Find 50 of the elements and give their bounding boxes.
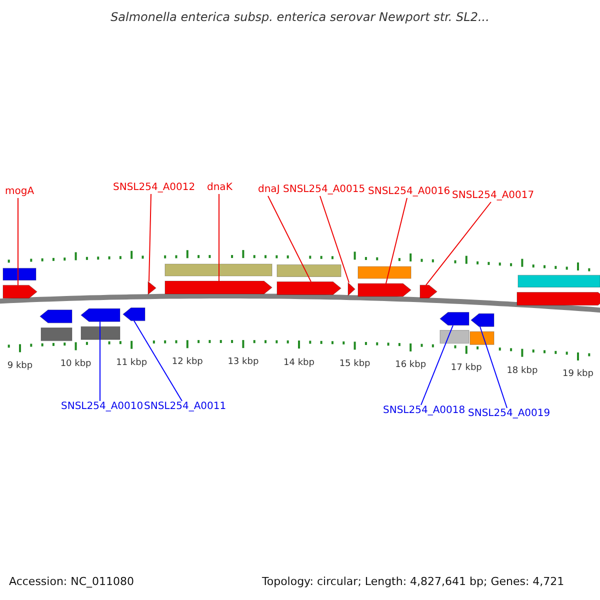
- axis-tick-label: 18 kbp: [506, 364, 538, 377]
- title: Salmonella enterica subsp. enterica serovar Newport str. SL2...: [110, 11, 490, 23]
- gene-label: SNSL254_A0018: [383, 405, 466, 417]
- gene-block: [80, 326, 120, 340]
- gene-block: [164, 264, 272, 276]
- axis-tick-label: 10 kbp: [60, 358, 92, 370]
- gene-block: [122, 308, 146, 322]
- genome-info-text: Topology: circular; Length: 4,827,641 bp; Genes: 4,721: [262, 576, 564, 588]
- leader-line: [218, 194, 220, 282]
- gene-label: SNSL254_A0015: [283, 184, 366, 196]
- gene-block: [2, 268, 36, 280]
- gene-label: SNSL254_A0019: [468, 408, 550, 420]
- leader-line: [268, 196, 312, 282]
- gene-label: dnaK: [207, 182, 232, 194]
- gene-block: [516, 292, 600, 306]
- axis-tick-label: 9 kbp: [7, 360, 33, 372]
- gene-block: [358, 283, 412, 297]
- axis-tick-label: 16 kbp: [395, 359, 426, 372]
- leader-line: [480, 326, 508, 408]
- axis-tick-label: 12 kbp: [172, 356, 203, 368]
- accession-text: Accession: NC_011080: [9, 576, 134, 588]
- gene-label: SNSL254_A0016: [368, 186, 450, 198]
- leader-line: [420, 324, 454, 406]
- gene-block: [358, 266, 412, 279]
- leader-line: [148, 194, 152, 282]
- gene-block: [470, 331, 494, 345]
- gene-block: [148, 281, 156, 295]
- gene-label: SNSL254_A0012: [113, 182, 196, 194]
- gene-block: [276, 264, 342, 277]
- axis-tick-label: 14 kbp: [284, 356, 314, 369]
- axis-tick-label: 17 kbp: [450, 362, 482, 374]
- axis-tick-label: 15 kbp: [339, 358, 370, 370]
- axis-tick-label: 13 kbp: [228, 356, 259, 368]
- gene-block: [420, 284, 438, 298]
- gene-block: [348, 282, 356, 296]
- gene-block: [2, 284, 38, 298]
- gene-block: [440, 330, 470, 344]
- gene-block: [40, 310, 72, 324]
- gene-label: mogA: [5, 186, 34, 198]
- axis-tick-label: 19 kbp: [562, 368, 594, 380]
- gene-label: SNSL254_A0011: [144, 401, 226, 413]
- gene-block: [80, 308, 120, 322]
- gene-label: SNSL254_A0010: [61, 401, 144, 413]
- gene-label: SNSL254_A0017: [452, 190, 534, 202]
- gene-block: [518, 274, 600, 288]
- gene-block: [40, 328, 72, 342]
- leader-line: [386, 198, 408, 284]
- axis-tick-label: 11 kbp: [116, 356, 148, 369]
- gene-label: dnaJ: [258, 184, 280, 196]
- leader-line: [134, 320, 182, 402]
